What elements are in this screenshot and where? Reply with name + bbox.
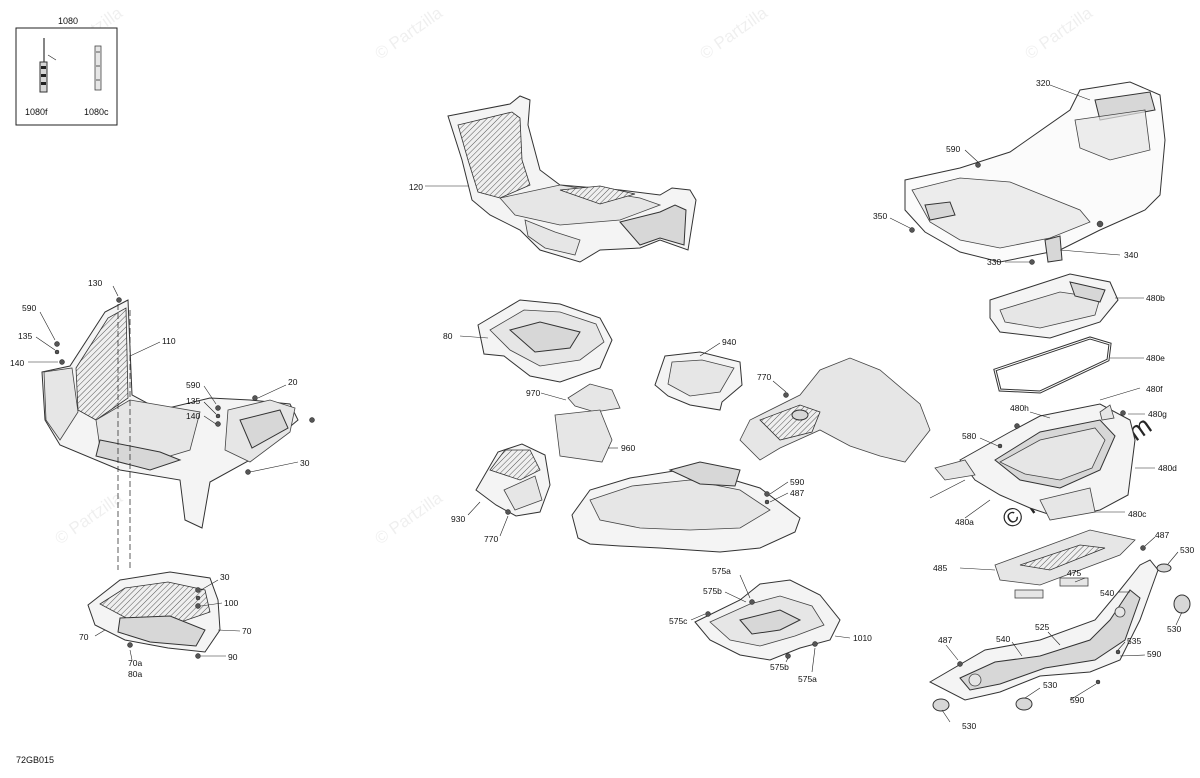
part-110-body: 130 590 135 140 110 590 135 140 20 30 bbox=[10, 278, 315, 570]
label-475: 475 bbox=[1067, 568, 1081, 578]
watermark-text: © Partzilla bbox=[371, 488, 446, 548]
label-530: 530 bbox=[962, 721, 976, 731]
label-960: 960 bbox=[621, 443, 635, 453]
label-70: 70 bbox=[79, 632, 89, 642]
label-575b: 575b bbox=[703, 586, 722, 596]
watermark-text: © Partzilla bbox=[1021, 3, 1096, 63]
watermark-text: © Partzilla bbox=[696, 3, 771, 63]
tool-1080c-icon bbox=[94, 45, 102, 91]
label-330: 330 bbox=[987, 257, 1001, 267]
label-580: 580 bbox=[962, 431, 976, 441]
label-70a: 70a bbox=[128, 658, 142, 668]
label-575a: 575a bbox=[712, 566, 731, 576]
label-110: 110 bbox=[162, 336, 176, 346]
label-480c: 480c bbox=[1128, 509, 1147, 519]
label-970: 970 bbox=[526, 388, 540, 398]
diagram-code: 72GB015 bbox=[16, 755, 54, 765]
label-120: 120 bbox=[409, 182, 423, 192]
label-540: 540 bbox=[996, 634, 1010, 644]
label-320: 320 bbox=[1036, 78, 1050, 88]
label-485: 485 bbox=[933, 563, 947, 573]
label-480h: 480h bbox=[1010, 403, 1029, 413]
label-535: 535 bbox=[1127, 636, 1141, 646]
label-940: 940 bbox=[722, 337, 736, 347]
label-130: 130 bbox=[88, 278, 102, 288]
inset-left-label: 1080f bbox=[25, 107, 48, 117]
part-525-bumper: 487 530 540 530 487 540 525 535 590 530 … bbox=[928, 530, 1194, 731]
label-770: 770 bbox=[484, 534, 498, 544]
label-575b: 575b bbox=[770, 662, 789, 672]
label-140: 140 bbox=[186, 411, 200, 421]
tool-1080f-icon bbox=[39, 38, 57, 93]
part-485-mat: 485 475 bbox=[933, 529, 1136, 599]
label-590: 590 bbox=[946, 144, 960, 154]
inset-title: 1080 bbox=[58, 16, 78, 26]
label-487: 487 bbox=[938, 635, 952, 645]
label-70: 70 bbox=[242, 626, 252, 636]
label-590: 590 bbox=[790, 477, 804, 487]
label-590: 590 bbox=[1147, 649, 1161, 659]
inset-1080: 1080 1080f 1080c bbox=[15, 16, 118, 126]
part-320-rear-rack: 320 590 350 340 330 bbox=[873, 78, 1166, 267]
label-530: 530 bbox=[1043, 680, 1057, 690]
part-960-panel: 960 bbox=[554, 409, 635, 463]
part-70-footrest: 30 100 70 70 70a 80a 90 bbox=[79, 571, 252, 679]
part-120-body: 120 bbox=[409, 95, 697, 263]
label-90: 90 bbox=[228, 652, 238, 662]
label-530: 530 bbox=[1167, 624, 1181, 634]
part-rear-fender: 770 590 487 bbox=[571, 357, 931, 553]
label-480g: 480g bbox=[1148, 409, 1167, 419]
label-100: 100 bbox=[224, 598, 238, 608]
label-20: 20 bbox=[288, 377, 298, 387]
label-340: 340 bbox=[1124, 250, 1138, 260]
watermark-text: © Partzilla bbox=[371, 3, 446, 63]
part-80-bracket: 80 bbox=[443, 299, 613, 383]
part-940-bracket: 940 bbox=[654, 337, 743, 411]
label-590: 590 bbox=[1070, 695, 1084, 705]
label-770: 770 bbox=[757, 372, 771, 382]
label-80: 80 bbox=[443, 331, 453, 341]
inset-right-label: 1080c bbox=[84, 107, 109, 117]
label-480f: 480f bbox=[1146, 384, 1163, 394]
part-930-panel: 930 770 bbox=[451, 443, 551, 544]
label-480a: 480a bbox=[955, 517, 974, 527]
label-480b: 480b bbox=[1146, 293, 1165, 303]
label-487: 487 bbox=[790, 488, 804, 498]
label-575a: 575a bbox=[798, 674, 817, 684]
label-140: 140 bbox=[10, 358, 24, 368]
label-30: 30 bbox=[220, 572, 230, 582]
label-590: 590 bbox=[186, 380, 200, 390]
label-1010: 1010 bbox=[853, 633, 872, 643]
label-540: 540 bbox=[1100, 588, 1114, 598]
label-30: 30 bbox=[300, 458, 310, 468]
label-480d: 480d bbox=[1158, 463, 1177, 473]
label-575c: 575c bbox=[669, 616, 688, 626]
label-480e: 480e bbox=[1146, 353, 1165, 363]
part-1010-cover: 575a 575b 575c 1010 575b 575a bbox=[669, 566, 872, 684]
label-350: 350 bbox=[873, 211, 887, 221]
label-80a: 80a bbox=[128, 669, 142, 679]
part-480-storage-box: 480f 480h 480g 580 480d 480a 480c bbox=[929, 384, 1177, 527]
label-487: 487 bbox=[1155, 530, 1169, 540]
label-135: 135 bbox=[18, 331, 32, 341]
label-135: 135 bbox=[186, 396, 200, 406]
watermark-text: © Partzilla bbox=[51, 488, 126, 548]
part-970-panel: 970 bbox=[526, 383, 621, 413]
label-530: 530 bbox=[1180, 545, 1194, 555]
part-480e-seal: 480e bbox=[993, 336, 1165, 394]
label-525: 525 bbox=[1035, 622, 1049, 632]
label-930: 930 bbox=[451, 514, 465, 524]
label-590: 590 bbox=[22, 303, 36, 313]
part-480b-lid: 480b bbox=[989, 273, 1165, 339]
